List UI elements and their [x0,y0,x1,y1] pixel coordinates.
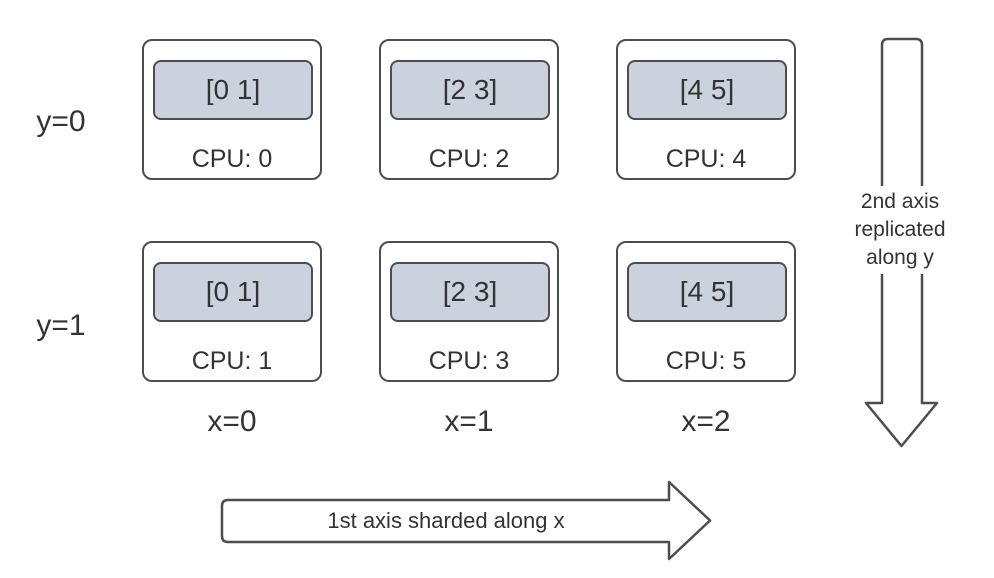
y-axis-arrow-label-line: 2nd axis [860,190,940,213]
row-label-y0: y=0 [36,105,86,138]
col-label-x1: x=1 [444,405,494,438]
y-axis-arrow-label-line: along y [866,246,934,269]
y-axis-arrow-label: 2nd axis replicated along y [840,186,960,274]
shard-data: [4 5] [627,60,787,120]
shard-data: [4 5] [627,262,787,322]
device-box-y1-x1: [2 3] CPU: 3 [379,241,559,382]
right-arrow-icon [220,480,712,561]
shard-data: [0 1] [153,262,313,322]
cpu-label: CPU: 4 [665,145,747,173]
device-box-y0-x1: [2 3] CPU: 2 [379,39,559,180]
cpu-label: CPU: 5 [665,347,747,375]
shard-data: [0 1] [153,60,313,120]
device-box-y0-x0: [0 1] CPU: 0 [142,39,322,180]
col-label-x0: x=0 [207,405,257,438]
col-label-x2: x=2 [681,405,731,438]
cpu-label: CPU: 2 [428,145,510,173]
y-axis-arrow-label-line: replicated [854,218,946,241]
device-box-y0-x2: [4 5] CPU: 4 [616,39,796,180]
shard-data: [2 3] [390,60,550,120]
cpu-label: CPU: 1 [191,347,273,375]
cpu-label: CPU: 3 [428,347,510,375]
x-axis-arrow-label: 1st axis sharded along x [327,508,565,533]
device-box-y1-x2: [4 5] CPU: 5 [616,241,796,382]
cpu-label: CPU: 0 [191,145,273,173]
device-box-y1-x0: [0 1] CPU: 1 [142,241,322,382]
row-label-y1: y=1 [36,309,86,342]
shard-data: [2 3] [390,262,550,322]
